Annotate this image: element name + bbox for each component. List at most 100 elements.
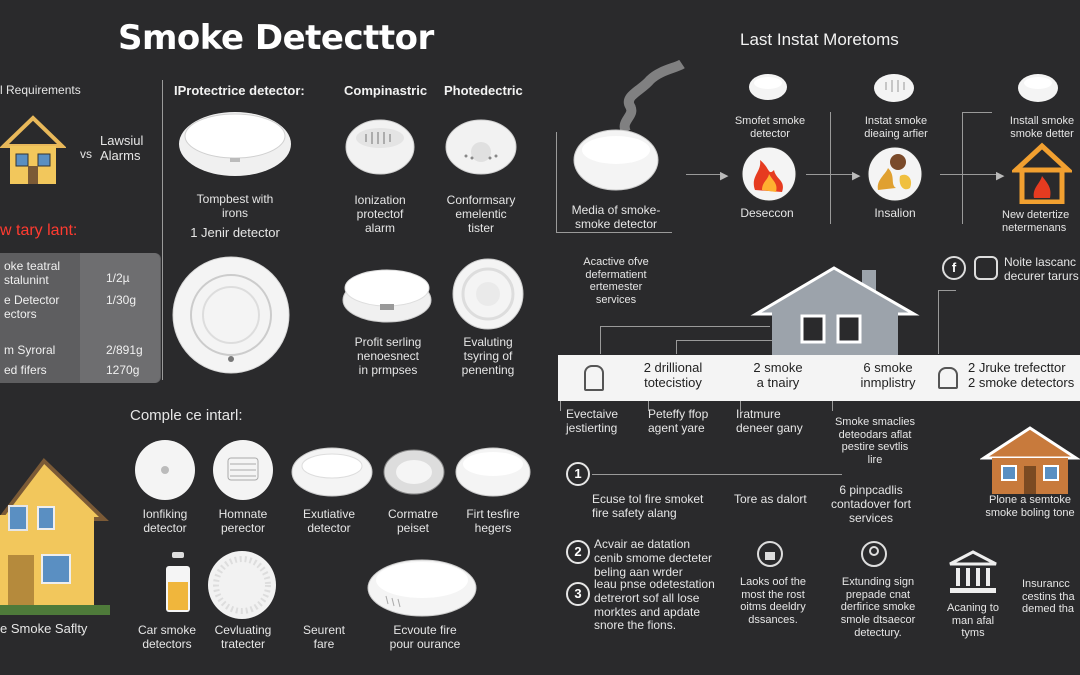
fire-icon [741, 146, 797, 202]
insalion-label: Insalion [874, 206, 916, 220]
divider [962, 112, 963, 224]
below-band-caption: Iratmure deneer gany [736, 407, 803, 435]
install-caption: Install smoke smoke detter [1009, 115, 1075, 140]
table-cell-value: 2/891g [106, 343, 143, 357]
extending-caption: Extunding sign prepade cnat derfirice sm… [840, 576, 916, 639]
below-band-caption: Peteffy ffop agent yare [648, 407, 709, 435]
divider [962, 112, 992, 113]
arrow [686, 174, 724, 175]
red-heading: w tary lant: [0, 222, 78, 239]
detector-icon [383, 449, 445, 495]
arrow-head: ▶ [996, 170, 1005, 182]
photoelectric-header: Photedectric [444, 83, 523, 98]
band-item: 2 drillional totecistioy [643, 360, 703, 390]
table-cell-label: e Detector ectors [4, 293, 60, 322]
table-row: e Detector ectors 1/30g [0, 293, 161, 323]
lawful-alarms-label: Lawsiul Alarms [100, 133, 144, 163]
large-house-icon [0, 457, 110, 615]
round-detector-icon [172, 256, 290, 374]
arrow [806, 174, 856, 175]
connector-line [600, 326, 601, 354]
connector-line [600, 326, 770, 327]
compinastric-header: Compinastric [344, 83, 428, 98]
bank-icon [949, 550, 997, 593]
detector-icon [213, 440, 273, 500]
smofet-caption: Smofet smoke detector [734, 115, 806, 140]
vs-label: vs [80, 147, 92, 161]
band-item: 2 smoke a tnairy [753, 360, 803, 390]
photoelectric-detector-icon [445, 119, 517, 175]
tick [832, 401, 833, 411]
laoks-caption: Laoks oof the most the rost oitms deeldr… [739, 576, 807, 626]
table-row: ed fifers 1270g [0, 361, 161, 391]
acaning-caption: Acaning to man afal tyms [947, 602, 999, 640]
noite-caption: Noite lascanc decurer tarurs [1004, 255, 1079, 283]
requirements-label: l Requirements [0, 83, 81, 97]
table-cell-label: ed fifers [4, 363, 47, 377]
row2-caption: Ecvoute fire pour ourance [389, 623, 461, 651]
safety-caption: e Smoke Saflty [0, 621, 88, 636]
arrow-head: ▶ [720, 170, 729, 182]
facebook-icon[interactable]: f [942, 256, 966, 280]
conformsary-caption: Conformsary emelentic tister [446, 193, 516, 235]
detector-icon [342, 269, 432, 323]
row1-caption: Homnate perector [218, 507, 268, 535]
table-cell-value: 1/30g [106, 293, 137, 307]
house-icon [980, 426, 1080, 494]
battery-icon [166, 552, 190, 612]
spec-table: oke teatral stalunint 1/2µ e Detector ec… [0, 253, 161, 383]
row1-caption: Exutiative detector [302, 507, 356, 535]
row1-caption: Ionfiking detector [142, 507, 188, 535]
ionization-caption: Ionization protectof alarm [354, 193, 406, 235]
house-icon [750, 266, 920, 356]
compbest-caption: Tompbest with irons [196, 192, 274, 220]
row2-caption: Cevluating tratecter [214, 623, 272, 651]
detector-icon [1018, 74, 1058, 102]
plone-caption: Plone a semtoke smoke boling tone [985, 494, 1075, 519]
insurance-caption: Insurancc cestins tha demed tha [1022, 578, 1075, 616]
connector-line [938, 290, 939, 354]
connector-line [556, 132, 557, 232]
tick [740, 401, 741, 411]
table-row: m Syroral 2/891g [0, 341, 161, 371]
table-cell-value: 1/2µ [106, 271, 130, 285]
band-item: 2 Jruke trefecttor 2 smoke detectors [968, 360, 1075, 390]
lock-icon [757, 541, 783, 567]
connector-line [592, 474, 842, 475]
table-cell-label: oke teatral stalunint [4, 259, 61, 288]
detector-icon [291, 447, 373, 497]
smoking-detector-icon [573, 60, 685, 191]
connector-line [938, 290, 956, 291]
step-number: 3 [566, 582, 590, 606]
below-band-caption: Smoke smaclies deteodars aflat pestire s… [834, 416, 916, 466]
detector-icon [135, 440, 195, 500]
step-text: Acvair ae datation cenib smome decteter … [594, 537, 713, 579]
row1-caption: Cormatre peiset [387, 507, 438, 535]
arrow [940, 174, 1000, 175]
table-cell-label: m Syroral [4, 343, 56, 357]
table-cell-value: 1270g [106, 363, 140, 377]
installation-icon [867, 146, 923, 202]
house-icon [0, 115, 66, 184]
connector-line [676, 340, 772, 341]
detector-icon [367, 559, 477, 617]
comple-header: Comple ce intarl: [130, 407, 243, 424]
arrow-head: ▶ [852, 170, 861, 182]
media-caption: Media of smoke- smoke detector [571, 203, 661, 231]
detector-icon [452, 258, 524, 330]
pinpcadlis-caption: 6 pinpcadlis contadover fort services [830, 483, 912, 525]
detector-icon [749, 74, 787, 100]
smoke-detector-icon [179, 112, 291, 176]
step-text: leau pnse odetestation detrerort sof all… [594, 577, 715, 633]
deseccon-label: Deseccon [740, 206, 794, 220]
detector-icon [874, 74, 914, 102]
right-title: Last Instat Moretoms [740, 30, 899, 49]
row2-caption: Seurent fare [302, 623, 346, 651]
jenir-caption: 1 Jenir detector [190, 225, 280, 240]
detector-icon [208, 551, 276, 619]
row2-caption: Car smoke detectors [137, 623, 196, 651]
step-number: 1 [566, 462, 590, 486]
ionization-detector-icon [345, 119, 415, 175]
summary-band: 2 drillional totecistioy 2 smoke a tnair… [558, 355, 1080, 401]
share-icon[interactable] [974, 256, 998, 280]
